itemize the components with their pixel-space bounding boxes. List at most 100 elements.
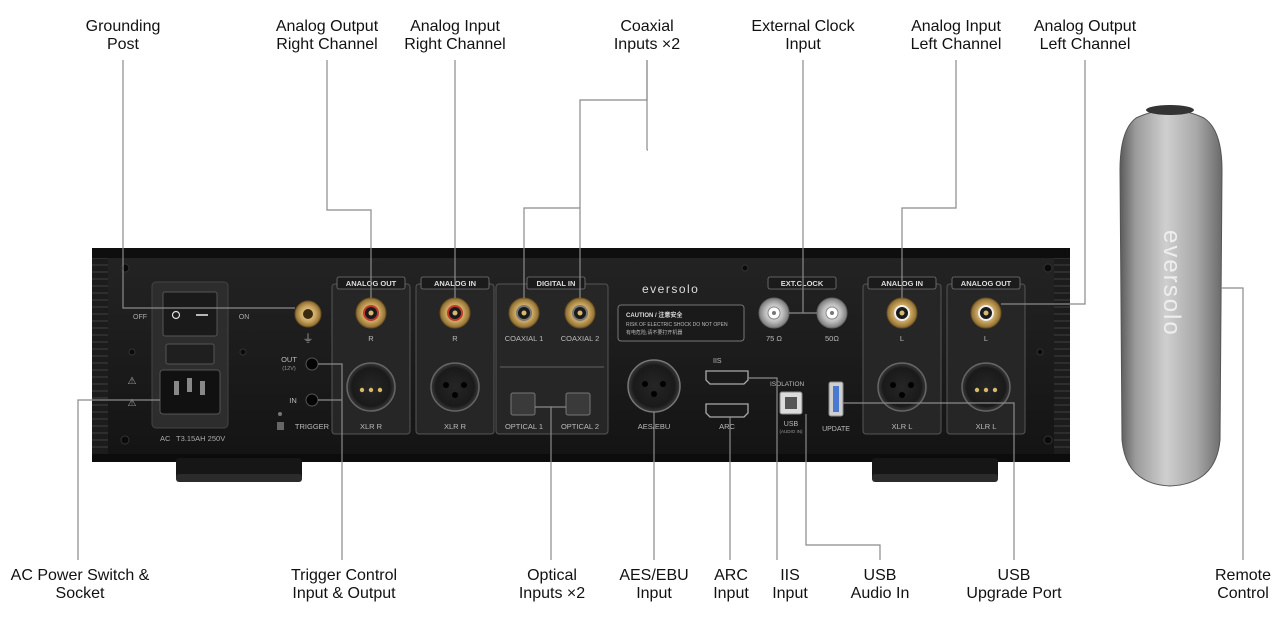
heatsink-right xyxy=(1052,252,1070,457)
remote-control: eversolo xyxy=(1119,105,1223,487)
callout-line-2: Post xyxy=(106,36,139,53)
callout-line-2: Input xyxy=(785,36,821,53)
coax2-label: COAXIAL 2 xyxy=(561,334,600,343)
optical-2-label: OPTICAL 2 xyxy=(561,422,599,431)
callout-usb-upgrade: USB Upgrade Port xyxy=(966,567,1061,603)
callout-line-1: External Clock xyxy=(751,18,855,35)
coaxial-1-jack[interactable] xyxy=(508,297,540,329)
coaxial-2-jack[interactable] xyxy=(564,297,596,329)
caution-title: CAUTION / 注意安全 xyxy=(626,311,683,319)
xlr-out-left[interactable] xyxy=(961,362,1011,412)
callout-line-1: IIS xyxy=(780,567,800,584)
callout-aes-ebu: AES/EBU Input xyxy=(619,567,688,603)
callout-line-2: Left Channel xyxy=(910,36,1002,53)
power-module xyxy=(151,281,229,429)
caution-line-2: 有电危险,请不要打开机器 xyxy=(626,329,682,336)
iis-label: IIS xyxy=(713,358,722,365)
optical-2-port[interactable] xyxy=(565,392,591,416)
callout-line-2: Upgrade Port xyxy=(966,585,1062,602)
iis-port[interactable] xyxy=(705,370,749,385)
caution-line-1: RISK OF ELECTRIC SHOCK DO NOT OPEN xyxy=(626,322,728,328)
callout-line-1: Analog Input xyxy=(911,18,1001,35)
trigger-label: TRIGGER xyxy=(295,422,330,431)
rca-out-left[interactable] xyxy=(970,297,1002,329)
xlr-in-right[interactable] xyxy=(430,362,480,412)
bnc-75-ohm[interactable] xyxy=(758,297,790,329)
trigger-in-label: IN xyxy=(289,396,297,405)
trigger-in-jack[interactable] xyxy=(305,393,319,407)
digital-in-tab: DIGITAL IN xyxy=(537,279,576,288)
callout-line-1: Optical xyxy=(527,567,577,584)
callout-iis: IIS Input xyxy=(772,567,808,603)
callout-trigger: Trigger Control Input & Output xyxy=(291,567,397,603)
l-label-in: L xyxy=(900,334,904,343)
callout-line-2: Input xyxy=(636,585,672,602)
trigger-out-sub: (12V) xyxy=(282,366,296,372)
rca-out-right[interactable] xyxy=(355,297,387,329)
on-label: ON xyxy=(239,314,250,321)
off-label: OFF xyxy=(133,314,147,321)
aes-ebu-jack[interactable] xyxy=(627,359,681,413)
callout-line-1: Coaxial xyxy=(620,18,674,35)
callout-line-1: USB xyxy=(997,567,1031,584)
callout-analog-input-right: Analog Input Right Channel xyxy=(404,18,505,54)
callout-line-1: Analog Output xyxy=(275,18,379,35)
coax1-label: COAXIAL 1 xyxy=(505,334,544,343)
warning-icon-2: ⚠ xyxy=(128,398,137,409)
callout-line-1: Remote xyxy=(1214,567,1272,584)
callout-line-2: Audio In xyxy=(850,585,910,602)
callout-line-2: Left Channel xyxy=(1039,36,1131,53)
xlr-out-right[interactable] xyxy=(346,362,396,412)
callout-line-2: Inputs ×2 xyxy=(613,36,681,53)
callout-line-2: Input & Output xyxy=(292,585,396,602)
bnc-50-ohm[interactable] xyxy=(816,297,848,329)
xlr-r-label-out: XLR R xyxy=(360,422,383,431)
remote-brand: eversolo xyxy=(1158,230,1185,337)
callout-ac-power: AC Power Switch & Socket xyxy=(11,567,150,603)
fuse-label: T3.15AH 250V xyxy=(176,434,225,443)
callout-optical: Optical Inputs ×2 xyxy=(519,567,585,603)
l-label-out: L xyxy=(984,334,988,343)
callout-line-1: Analog Output xyxy=(1033,18,1137,35)
callout-line-1: AES/EBU xyxy=(619,567,689,584)
arc-port[interactable] xyxy=(705,403,749,418)
xlr-in-left[interactable] xyxy=(877,362,927,412)
warning-icon: ⚠ xyxy=(128,376,137,387)
callout-line-1: Analog Input xyxy=(410,18,500,35)
ac-label: AC xyxy=(160,434,171,443)
usb-b-port[interactable] xyxy=(779,391,803,415)
callout-analog-output-left: Analog Output Left Channel xyxy=(1034,18,1136,54)
callout-external-clock: External Clock Input xyxy=(751,18,854,54)
trigger-out-jack[interactable] xyxy=(305,357,319,371)
r-label-out: R xyxy=(368,334,374,343)
usb-update-port[interactable] xyxy=(828,381,844,417)
callout-remote: Remote Control xyxy=(1215,567,1271,603)
leader-lines xyxy=(77,60,1244,560)
xlr-r-label-in: XLR R xyxy=(444,422,467,431)
callout-line-1: ARC xyxy=(714,567,748,584)
callout-coaxial-inputs: Coaxial Inputs ×2 xyxy=(614,18,680,54)
r-label-in: R xyxy=(452,334,458,343)
callout-usb-audio: USB Audio In xyxy=(851,567,910,603)
callout-line-2: Inputs ×2 xyxy=(518,585,586,602)
optical-1-port[interactable] xyxy=(510,392,536,416)
ground-icon: ⏚ xyxy=(303,332,314,345)
callout-line-2: Socket xyxy=(55,585,105,602)
rca-in-right[interactable] xyxy=(439,297,471,329)
callout-line-1: USB xyxy=(863,567,897,584)
callout-arc: ARC Input xyxy=(713,567,749,603)
callout-line-2: Right Channel xyxy=(276,36,378,53)
callout-line-1: Grounding xyxy=(85,18,161,35)
power-switch[interactable] xyxy=(162,291,218,337)
arc-label: ARC xyxy=(719,422,735,431)
trigger-jacks xyxy=(277,357,319,430)
callout-line-1: Trigger Control xyxy=(290,567,398,584)
ext-clock-tab: EXT.CLOCK xyxy=(781,279,824,288)
usb-label: USB xyxy=(784,421,799,428)
callout-line-2: Right Channel xyxy=(404,36,506,53)
dac-rear-panel: OFF ON ⚠ ⚠ AC T3.15AH 250V ⏚ OUT (12V) I… xyxy=(92,248,1070,482)
grounding-post[interactable]: ⏚ xyxy=(294,300,322,345)
rca-in-left[interactable] xyxy=(886,297,918,329)
